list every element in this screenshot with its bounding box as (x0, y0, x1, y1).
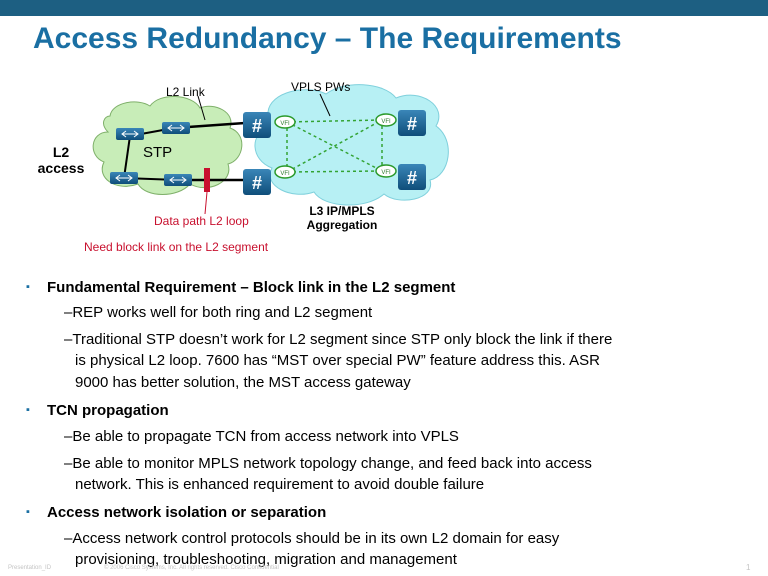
bullet-icon: ▪ (26, 404, 30, 416)
l3-mpls-label: L3 IP/MPLS (309, 204, 374, 218)
vpls-pw-mesh (286, 119, 383, 173)
vfi-label: VFI (280, 171, 290, 177)
router-icon: # (243, 112, 271, 138)
l2-link-label: L2 Link (166, 85, 206, 99)
need-block-label: Need block link on the L2 segment (84, 240, 269, 254)
aggregation-label: Aggregation (307, 218, 378, 232)
svg-text:#: # (407, 168, 417, 188)
block-marker (204, 168, 210, 192)
svg-text:#: # (252, 173, 262, 193)
switch-icon (110, 172, 138, 184)
sub-item-continued: 9000 has better solution, the MST access… (75, 374, 411, 391)
pointer-vpls (319, 93, 331, 117)
svg-text:#: # (407, 114, 417, 134)
sub-item: –REP works well for both ring and L2 seg… (64, 304, 373, 321)
bullet-icon: ▪ (26, 281, 30, 293)
vpls-pws-label: VPLS PWs (291, 80, 350, 94)
sub-item-continued: provisioning, troubleshooting, migration… (75, 551, 457, 568)
access-label: access (38, 160, 85, 176)
vfi-marker (274, 165, 296, 179)
vfi-label: VFI (381, 119, 391, 125)
network-diagram: # # # # VFI VFI VFI VFI L2 Link VPLS PWs… (38, 80, 449, 254)
sub-item: –Access network control protocols should… (64, 530, 560, 547)
sub-item: –Be able to propagate TCN from access ne… (64, 428, 459, 445)
slide-title: Access Redundancy – The Requirements (33, 22, 622, 55)
vfi-label: VFI (280, 121, 290, 127)
section-heading: TCN propagation (47, 402, 169, 419)
section-heading: Access network isolation or separation (47, 504, 327, 521)
section-heading: Fundamental Requirement – Block link in … (47, 279, 456, 296)
switch-icon (164, 174, 192, 186)
stp-link-2 (123, 135, 131, 179)
sub-item: –Traditional STP doesn’t work for L2 seg… (64, 331, 613, 348)
vfi-marker (375, 164, 397, 178)
router-icon: # (243, 169, 271, 195)
footer-presentation-id: Presentation_ID (8, 565, 52, 571)
switch-icon (162, 122, 190, 134)
stp-label: STP (143, 144, 172, 161)
switch-icon (116, 128, 144, 140)
vfi-marker (375, 113, 397, 127)
router-icon: # (398, 164, 426, 190)
top-banner (0, 0, 768, 16)
footer-copyright: © 2006 Cisco Systems, Inc. All rights re… (104, 565, 279, 571)
l2-label: L2 (53, 144, 70, 160)
sub-item-continued: is physical L2 loop. 7600 has “MST over … (75, 352, 600, 369)
vfi-label: VFI (381, 170, 391, 176)
vfi-marker (274, 115, 296, 129)
pointer-l2link (197, 95, 206, 121)
router-icon: # (398, 110, 426, 136)
sub-item-continued: network. This is enhanced requirement to… (75, 476, 485, 493)
page-number: 1 (746, 563, 751, 572)
bullet-icon: ▪ (26, 506, 30, 518)
pointer-block (204, 191, 208, 215)
data-path-loop-label: Data path L2 loop (154, 214, 249, 228)
sub-item: –Be able to monitor MPLS network topolog… (64, 455, 592, 472)
svg-text:#: # (252, 116, 262, 136)
